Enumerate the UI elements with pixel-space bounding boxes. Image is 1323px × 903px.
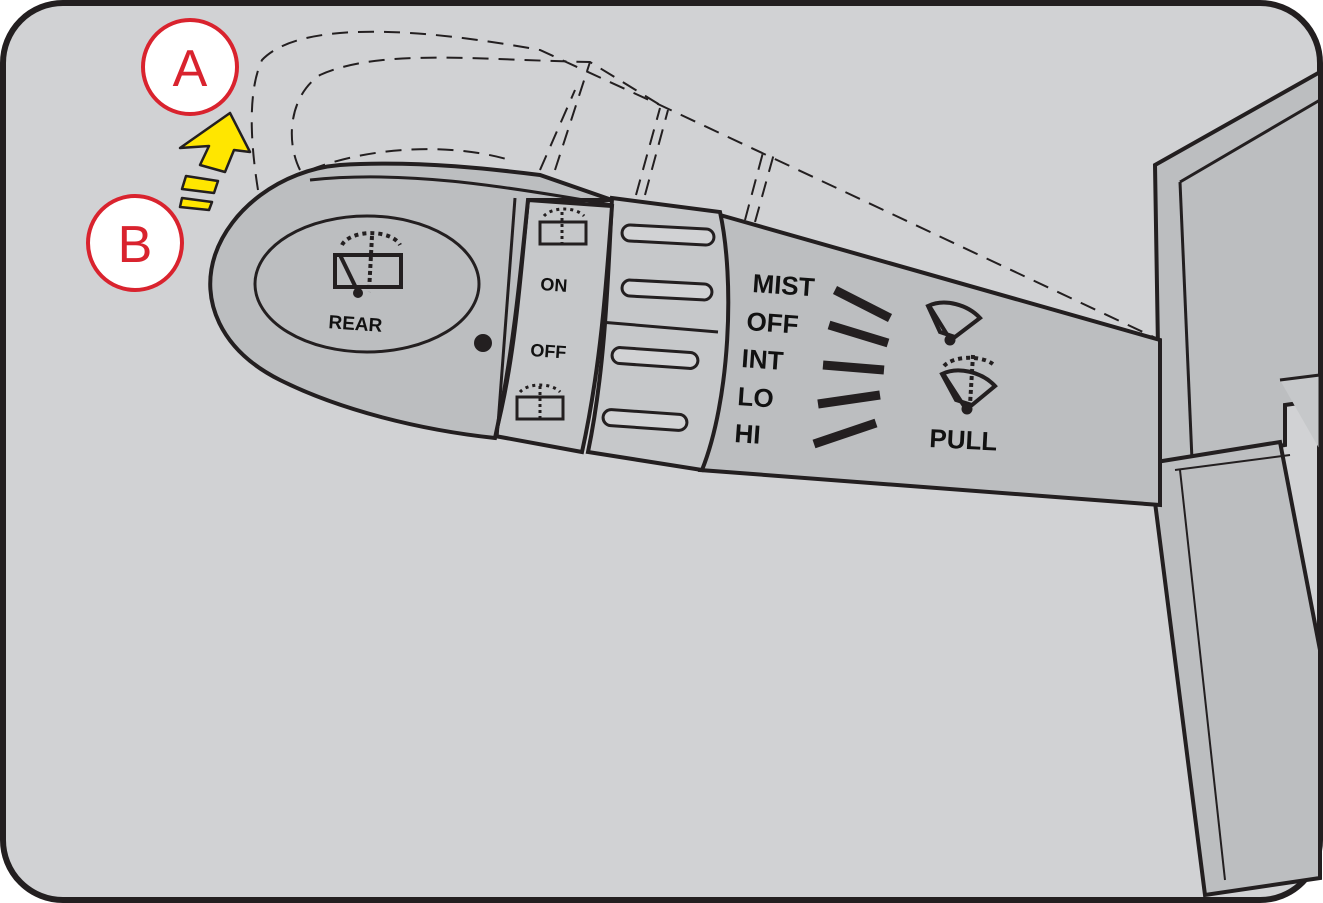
callout-b: B: [86, 194, 184, 292]
up-arrow-icon: [178, 111, 252, 212]
rear-wiper-icon: [333, 231, 403, 298]
mode-hi: HI: [734, 418, 762, 450]
mode-lo: LO: [737, 381, 775, 413]
washer-on-label: ON: [540, 274, 568, 296]
steering-column-housing: [1147, 68, 1322, 898]
front-wiper-icon: [925, 300, 983, 346]
front-washer-icon: [939, 354, 998, 415]
wiper-mode-labels: MIST OFF INT LO HI: [734, 268, 816, 450]
rear-label: REAR: [328, 312, 383, 337]
pull-label: PULL: [929, 423, 998, 457]
washer-off-label: OFF: [530, 340, 567, 362]
grip-ridges: [601, 223, 716, 432]
callout-b-label: B: [118, 216, 153, 274]
callout-a-label: A: [173, 40, 208, 98]
raised-position-outline: [250, 30, 1161, 341]
washer-spray-icon: [515, 383, 565, 421]
mode-mist: MIST: [752, 268, 816, 302]
indicator-dot: [474, 334, 492, 352]
mode-int: INT: [741, 343, 785, 376]
washer-spray-icon: [538, 207, 588, 246]
mode-off: OFF: [746, 306, 800, 340]
rear-wiper-dial: [253, 214, 481, 354]
callout-a: A: [141, 18, 239, 116]
mode-indicator-bars: [812, 285, 893, 449]
